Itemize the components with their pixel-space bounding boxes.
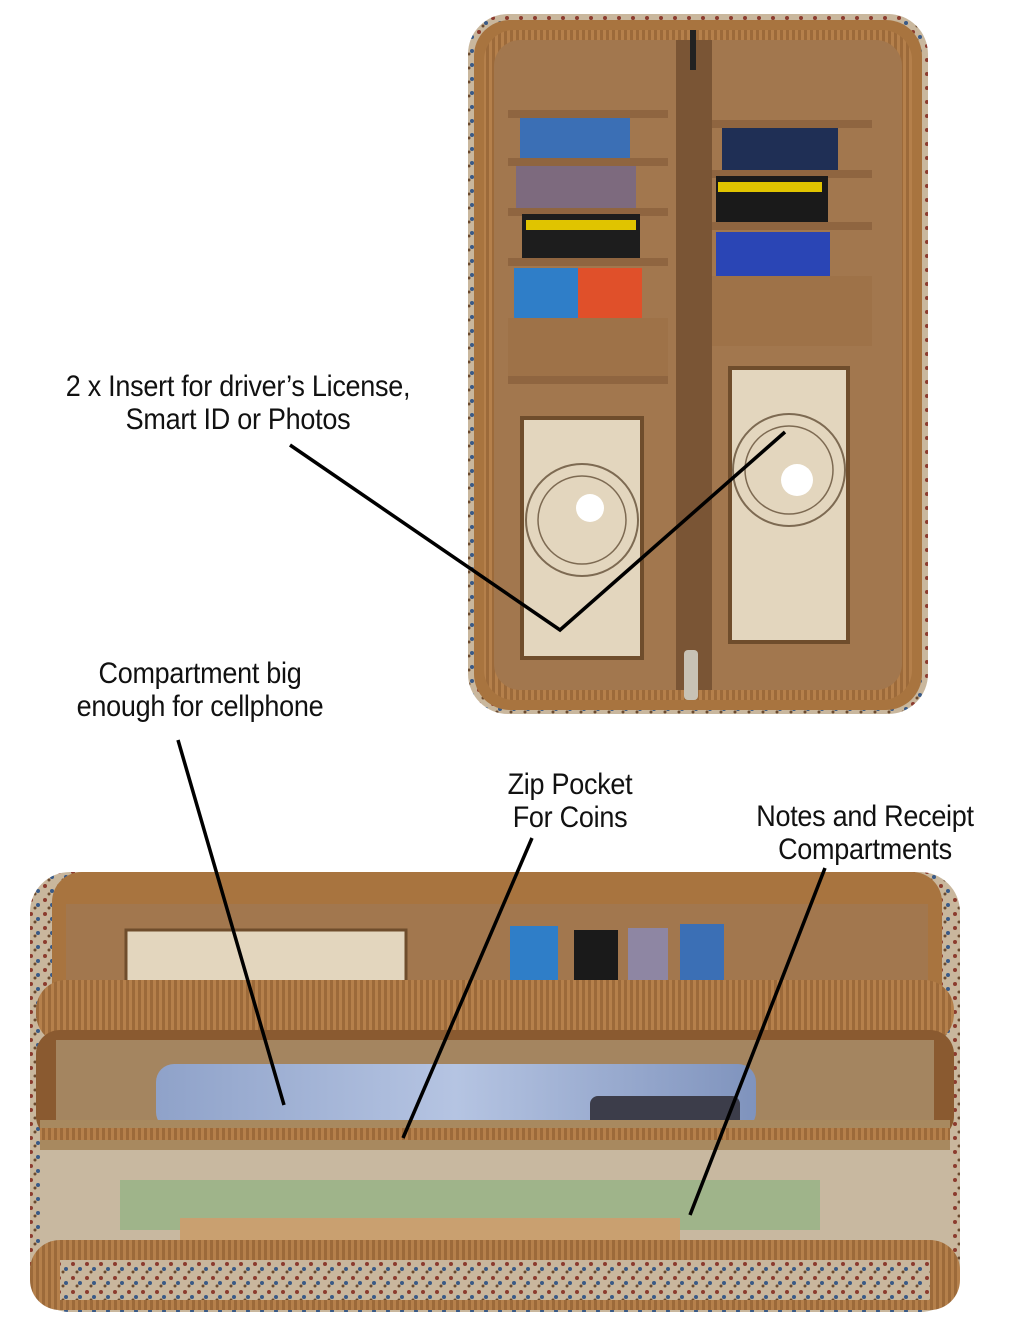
peek-card [680, 924, 724, 986]
label-notes-compartments: Notes and Receipt Compartments [730, 800, 1000, 866]
label-phone-compartment: Compartment big enough for cellphone [47, 657, 353, 723]
label-zip-pocket: Zip Pocket For Coins [480, 768, 660, 834]
card [516, 166, 636, 212]
peek-card [574, 930, 618, 986]
peek-card [510, 926, 558, 986]
label-insert: 2 x Insert for driver’s License, Smart I… [40, 370, 436, 436]
middle-zipper [36, 980, 954, 1044]
label-phone-line1: Compartment big [98, 657, 302, 690]
leader-line-zip [401, 837, 534, 1139]
left-card-slots [508, 110, 668, 384]
zipper-pull-top [690, 30, 696, 70]
leader-lines [176, 430, 827, 1216]
label-notes-line2: Compartments [778, 833, 952, 866]
card [716, 232, 830, 278]
label-insert-line1: 2 x Insert for driver’s License, [65, 370, 411, 403]
left-photo-window [520, 416, 644, 660]
label-zip-line1: Zip Pocket [507, 768, 633, 801]
label-zip-line2: For Coins [512, 801, 628, 834]
right-card-slots [712, 120, 872, 346]
leader-line-phone [176, 739, 286, 1106]
wallet-spine [676, 40, 712, 690]
lying-wallet [30, 872, 960, 1312]
label-insert-line2: Smart ID or Photos [125, 403, 351, 436]
peek-card [628, 928, 668, 986]
card [520, 118, 630, 160]
upright-wallet [468, 14, 928, 714]
leader-line-notes [688, 867, 827, 1216]
label-notes-line1: Notes and Receipt [756, 800, 974, 833]
card [722, 128, 838, 172]
coin-zipper [40, 1128, 950, 1140]
label-phone-line2: enough for cellphone [76, 690, 324, 723]
zipper-pull-bottom [684, 650, 698, 700]
right-photo-window [728, 366, 850, 644]
leader-line-insert [289, 430, 787, 633]
